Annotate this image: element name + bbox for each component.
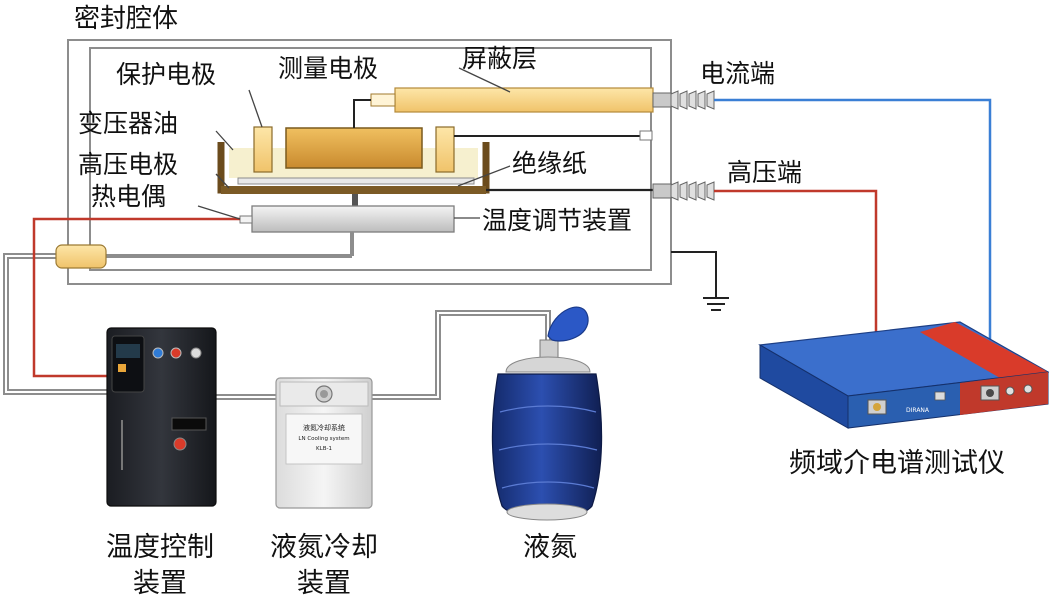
label-thermocouple: 热电偶: [91, 182, 166, 211]
insulation-paper: [237, 177, 475, 185]
current-terminal-connector: [652, 90, 715, 110]
label-hv-electrode: 高压电极: [78, 150, 178, 179]
label-ln2-cooler-line1: 液氮冷却: [270, 532, 378, 563]
current-wire: [714, 98, 992, 388]
fds-brand-text: DIRANA: [906, 407, 930, 414]
temperature-regulator: [251, 205, 455, 233]
temperature-controller: [106, 327, 217, 507]
label-ln2: 液氮: [523, 532, 577, 563]
oil-cup: [217, 126, 490, 194]
thermocouple-tip: [239, 215, 253, 224]
guard-electrode-left: [253, 126, 273, 173]
guard-electrode-right: [435, 126, 455, 173]
label-temp-controller-line1: 温度控制: [106, 532, 214, 563]
label-guard-electrode: 保护电极: [116, 60, 216, 89]
leader-lines: [197, 67, 511, 220]
pipe-coupling: [55, 244, 107, 269]
label-temp-regulator: 温度调节装置: [482, 206, 632, 235]
ln2-cooler-cn-text: 液氮冷却系统: [303, 423, 345, 432]
thermocouple-wire: [32, 217, 240, 378]
label-transformer-oil: 变压器油: [78, 109, 178, 138]
label-current-terminal: 电流端: [700, 59, 775, 88]
hv-terminal-connector: [652, 181, 715, 201]
label-fds-instrument: 频域介电谱测试仪: [789, 448, 1005, 479]
label-hv-terminal: 高压端: [727, 158, 802, 187]
ln2-dewar: [491, 306, 603, 521]
label-insulation-paper: 绝缘纸: [512, 149, 587, 178]
ground-symbol: [671, 251, 729, 311]
label-sealed-chamber: 密封腔体: [74, 4, 178, 34]
label-temp-controller-line2: 装置: [133, 568, 187, 599]
measure-electrode: [285, 127, 423, 169]
ln2-cooler-en-text: LN Cooling system: [298, 436, 349, 442]
hv-electrode: [221, 186, 486, 194]
label-measure-electrode: 测量电极: [278, 54, 378, 83]
label-shield-layer: 屏蔽层: [462, 44, 537, 73]
shield-layer: [394, 87, 654, 113]
fds-instrument: DIRANA: [758, 321, 1049, 429]
label-ln2-cooler-line2: 装置: [297, 568, 351, 599]
ln2-cooling-unit: 液氮冷却系统 LN Cooling system KLB-1: [275, 377, 373, 509]
ln2-cooler-model-text: KLB-1: [316, 446, 332, 452]
